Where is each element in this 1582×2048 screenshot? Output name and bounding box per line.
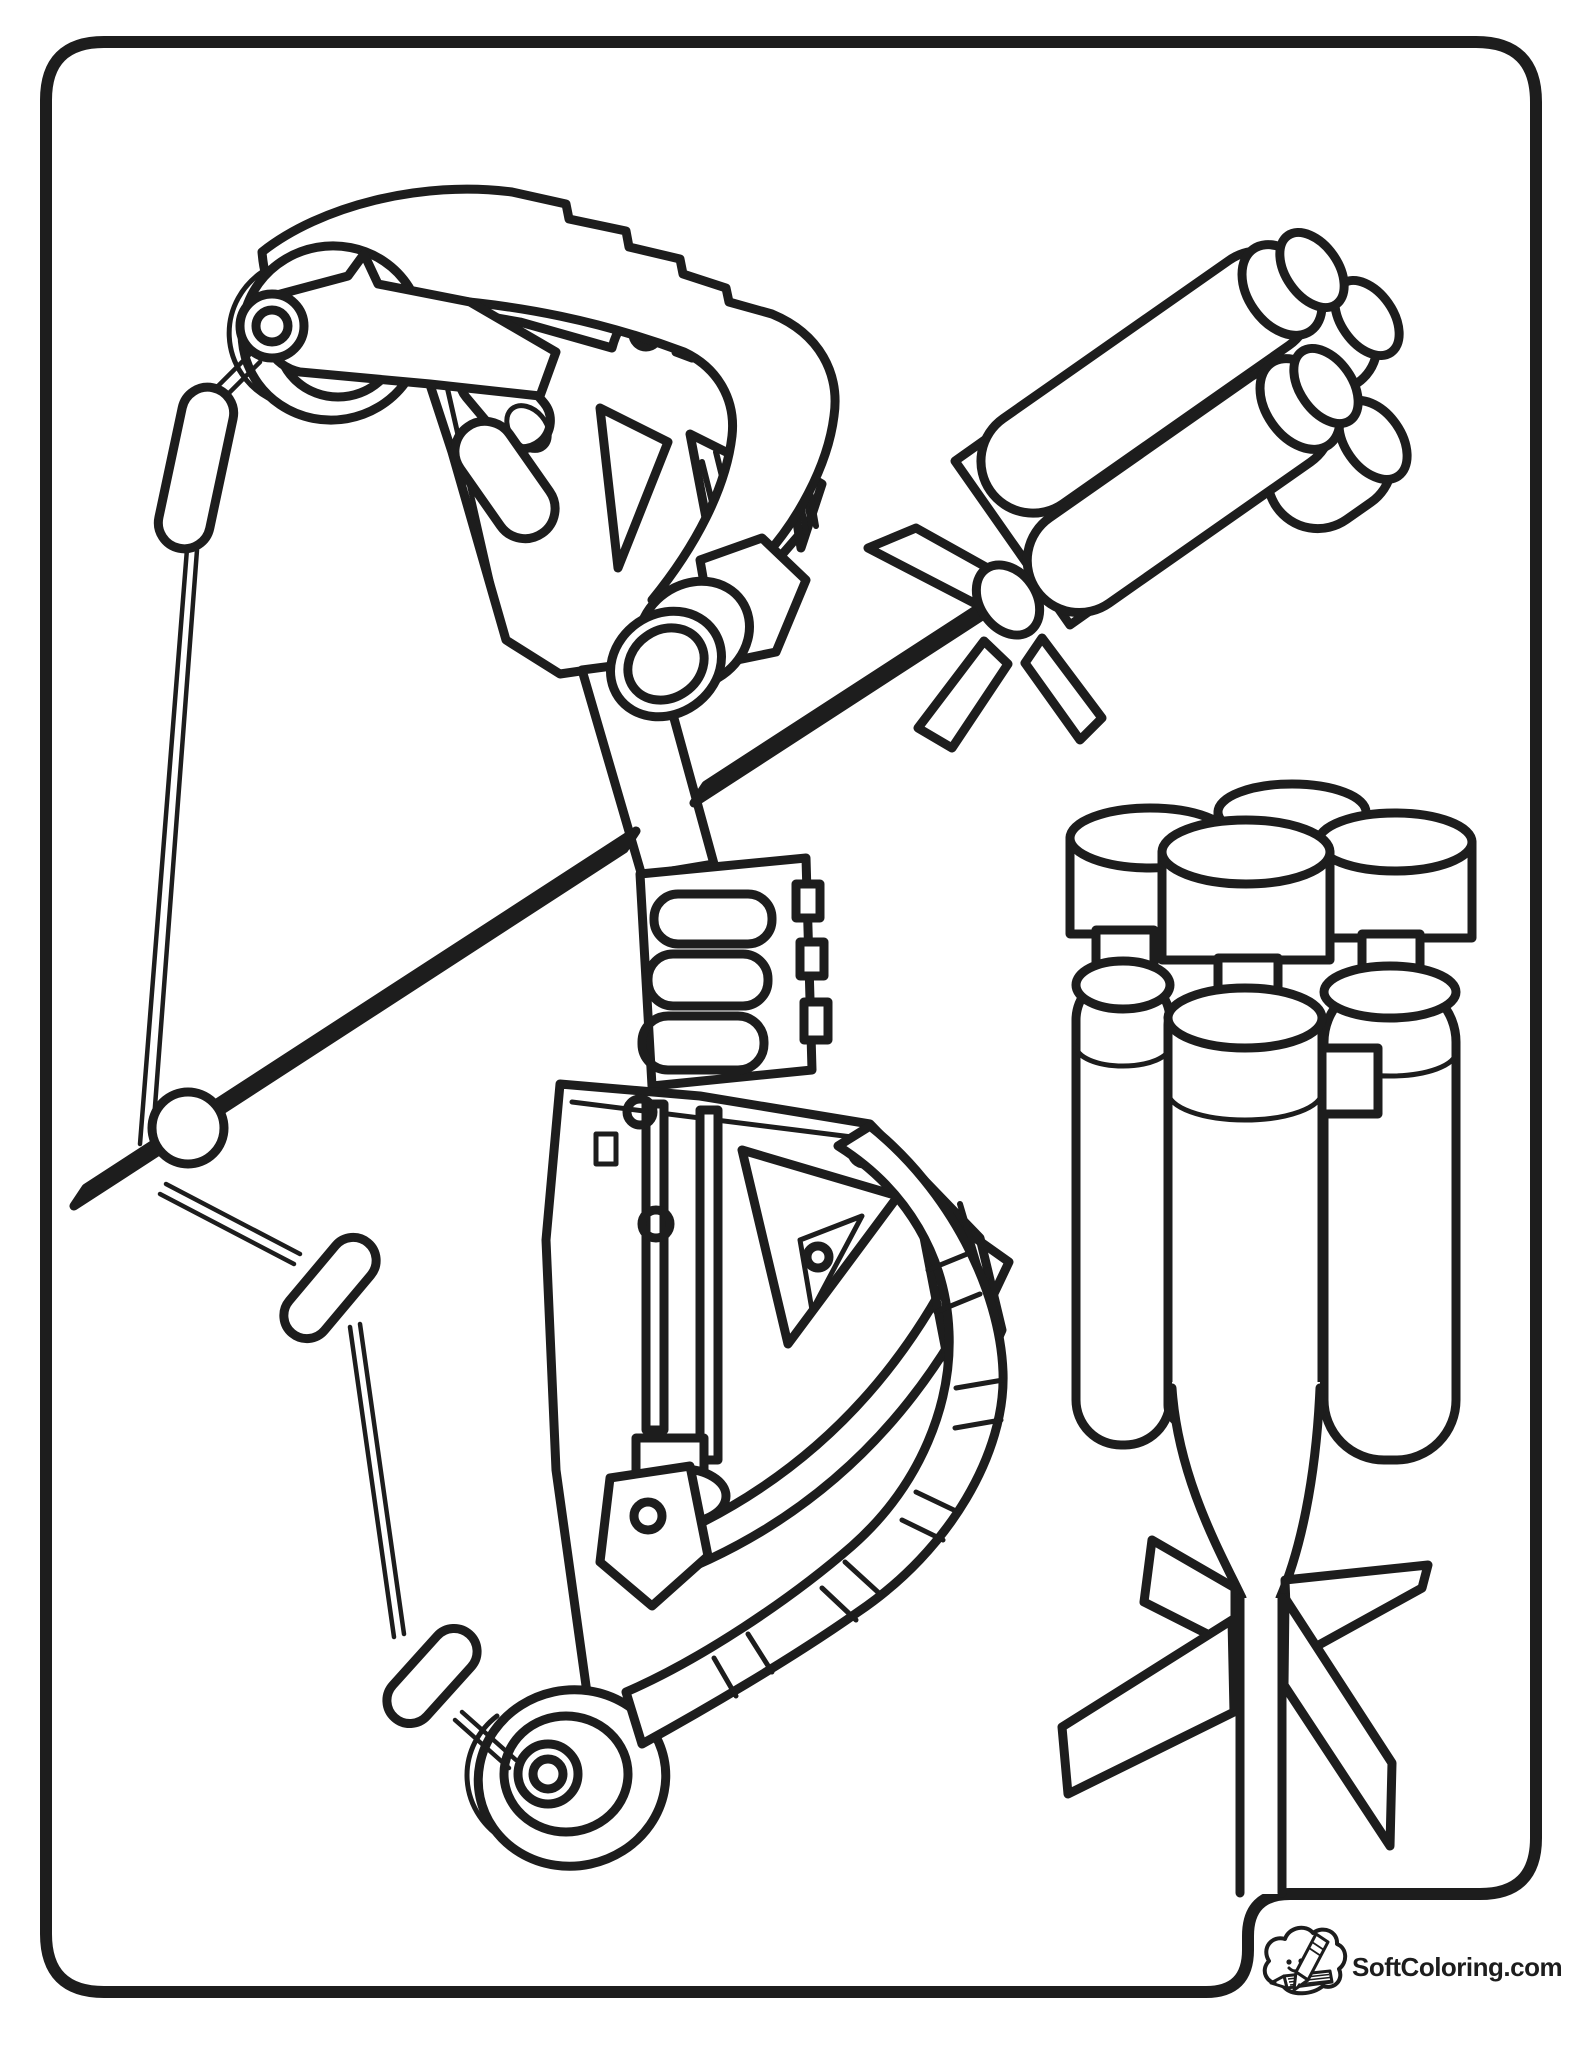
cloud-pencil-icon bbox=[1262, 1925, 1348, 1996]
softcoloring-logo: SoftColoring.com bbox=[1262, 1925, 1563, 1996]
dart-nock-ball bbox=[147, 1087, 229, 1169]
string-silencer-middle bbox=[279, 1232, 381, 1344]
rocket-side-tab bbox=[1317, 1043, 1383, 1119]
dart-fin-hub bbox=[971, 560, 1045, 640]
rocket-stick bbox=[1235, 1593, 1287, 1898]
bow-string bbox=[137, 351, 519, 1771]
string-silencer-bottom bbox=[382, 1623, 482, 1729]
bow-sight-ring bbox=[606, 533, 811, 722]
site-name: SoftColoring.com bbox=[1352, 1952, 1562, 1982]
page-frame bbox=[40, 36, 1542, 1998]
standing-rocket-dart bbox=[1057, 779, 1477, 1898]
rocket-taper bbox=[1172, 1382, 1320, 1598]
bow-bottom-cam-hub bbox=[513, 1739, 583, 1809]
rocket-fins bbox=[1057, 1535, 1433, 1851]
dart-head-cluster bbox=[950, 228, 1412, 640]
rocket-tubes bbox=[1071, 956, 1461, 1603]
loaded-rocket-dart bbox=[69, 228, 1412, 1211]
bow-limb-blade bbox=[621, 1121, 1008, 1749]
compound-bow bbox=[137, 184, 1014, 1871]
bow-top-cam bbox=[226, 241, 561, 425]
string-silencer-top bbox=[153, 382, 239, 554]
bow-grip bbox=[577, 655, 833, 1091]
